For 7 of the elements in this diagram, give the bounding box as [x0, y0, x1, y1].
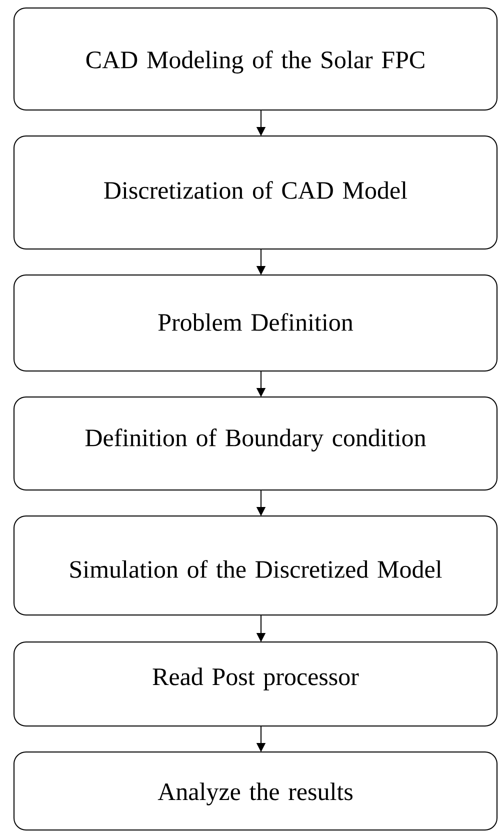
- process-box: Analyze the results: [14, 752, 498, 830]
- process-box: CAD Modeling of the Solar FPC: [14, 8, 498, 110]
- process-box: Simulation of the Discretized Model: [14, 516, 498, 616]
- process-box: Problem Definition: [14, 274, 498, 372]
- process-box: Discretization of CAD Model: [14, 136, 498, 250]
- process-box: Definition of Boundary condition: [14, 396, 498, 490]
- process-box: Read Post processor: [14, 642, 498, 726]
